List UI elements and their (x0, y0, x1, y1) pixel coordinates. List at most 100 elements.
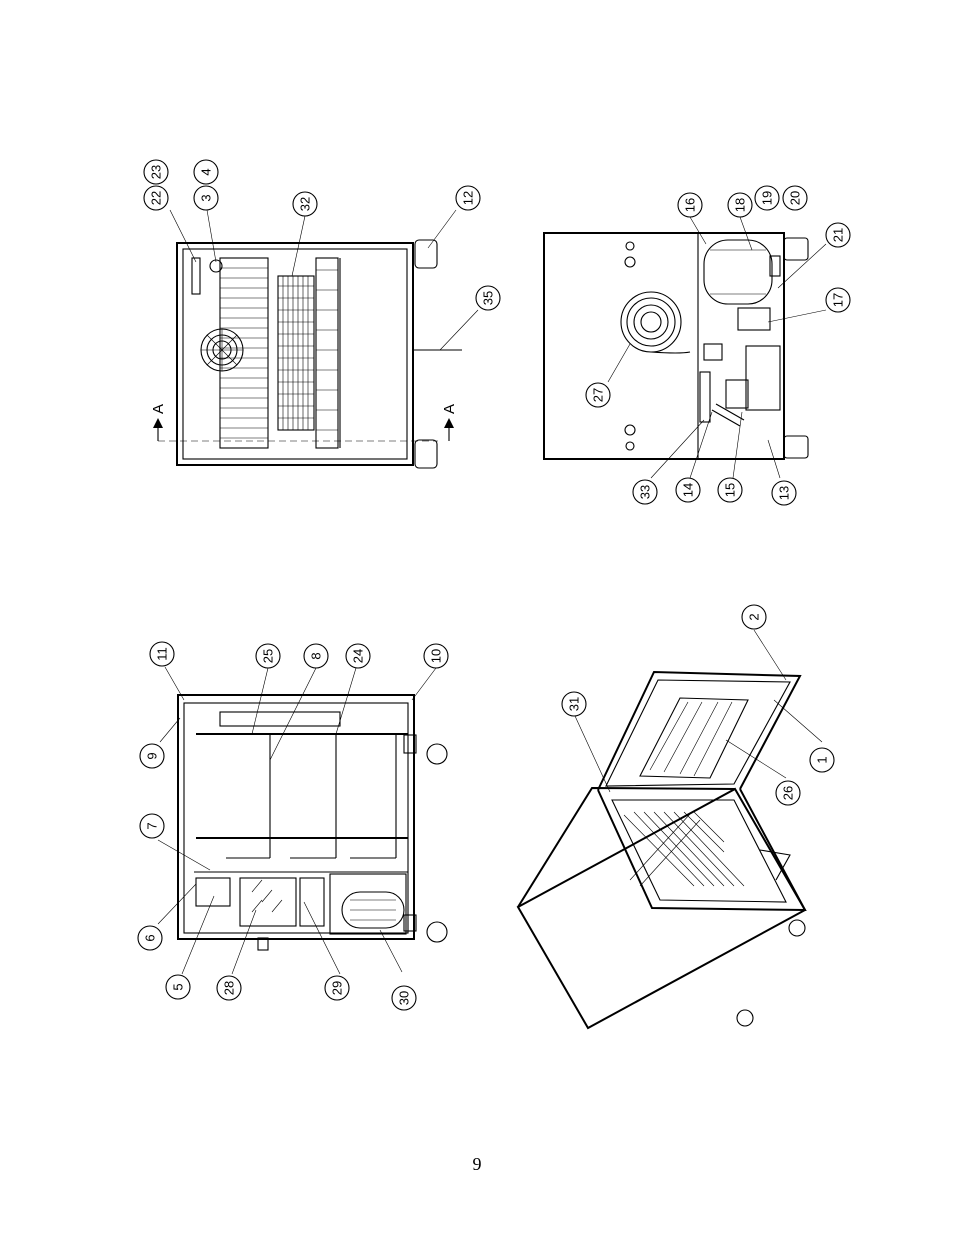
svg-text:8: 8 (309, 652, 324, 659)
svg-text:15: 15 (723, 483, 738, 497)
svg-text:3: 3 (199, 194, 214, 201)
caster-wheel (414, 239, 438, 269)
caster-wheel (783, 435, 809, 459)
compressor-icon (703, 239, 781, 305)
callout-17: 17 (825, 287, 851, 313)
callout-4: 4 (193, 159, 219, 185)
door-shelf (639, 697, 749, 779)
wire-shelf (315, 257, 339, 449)
callout-10: 10 (423, 643, 449, 669)
callout-35: 35 (475, 285, 501, 311)
svg-text:20: 20 (788, 191, 803, 205)
svg-text:21: 21 (831, 228, 846, 242)
svg-text:32: 32 (298, 197, 313, 211)
top-view-cabinet-outline (176, 242, 414, 466)
callout-2: 2 (741, 604, 767, 630)
callout-14: 14 (675, 477, 701, 503)
callout-33: 33 (632, 479, 658, 505)
top-view: A A (150, 239, 462, 469)
callout-30: 30 (391, 985, 417, 1011)
svg-text:6: 6 (143, 934, 158, 941)
hinge-bracket (191, 257, 201, 295)
callout-29: 29 (324, 975, 350, 1001)
section-marker-right: A (441, 404, 458, 414)
callout-1: 1 (809, 747, 835, 773)
svg-text:26: 26 (781, 786, 796, 800)
rear-view (543, 232, 809, 460)
callout-15: 15 (717, 477, 743, 503)
svg-text:31: 31 (567, 697, 582, 711)
evaporator-coil (277, 275, 315, 431)
svg-text:28: 28 (222, 981, 237, 995)
section-view (177, 694, 448, 951)
iso-interior-rack (623, 811, 745, 887)
svg-text:23: 23 (149, 165, 164, 179)
svg-text:13: 13 (777, 486, 792, 500)
caster-wheel (783, 237, 809, 261)
caster-wheel (426, 921, 448, 943)
svg-text:17: 17 (831, 293, 846, 307)
svg-text:27: 27 (591, 388, 606, 402)
light-housing (219, 711, 341, 727)
callout-23: 23 (143, 159, 169, 185)
callout-20: 20 (782, 185, 808, 211)
callout-12: 12 (455, 185, 481, 211)
callout-26: 26 (775, 780, 801, 806)
thermostat (195, 877, 231, 907)
control-board (725, 379, 749, 409)
svg-text:29: 29 (330, 981, 345, 995)
callout-25: 25 (255, 643, 281, 669)
callout-21: 21 (825, 222, 851, 248)
svg-text:33: 33 (638, 485, 653, 499)
caster-wheel (788, 919, 806, 937)
evaporator-housing (239, 877, 297, 927)
leader-lines (157, 209, 827, 975)
isometric-view (516, 670, 807, 1030)
callout-11: 11 (149, 641, 175, 667)
callout-13: 13 (771, 480, 797, 506)
svg-text:2: 2 (747, 613, 762, 620)
section-view-cabinet-outline (177, 694, 415, 940)
caster-wheel (426, 743, 448, 765)
start-relay (737, 307, 771, 331)
callout-3: 3 (193, 185, 219, 211)
compressor-icon (341, 891, 405, 929)
svg-text:16: 16 (683, 198, 698, 212)
callout-16: 16 (677, 192, 703, 218)
svg-text:30: 30 (397, 991, 412, 1005)
svg-text:18: 18 (733, 198, 748, 212)
page-number: 9 (472, 1154, 482, 1174)
svg-text:1: 1 (815, 756, 830, 763)
svg-text:5: 5 (171, 983, 186, 990)
svg-text:11: 11 (155, 647, 170, 661)
callout-27: 27 (585, 382, 611, 408)
compressor-compartment (329, 873, 407, 935)
section-marker-left: A (150, 404, 167, 414)
svg-text:22: 22 (149, 191, 164, 205)
svg-text:12: 12 (461, 191, 476, 205)
svg-text:4: 4 (199, 168, 214, 175)
drier (703, 343, 723, 361)
thermostat-knob (209, 259, 223, 273)
svg-text:10: 10 (429, 649, 444, 663)
electrical-box (745, 345, 781, 411)
callout-32: 32 (292, 191, 318, 217)
fan-icon (200, 328, 244, 372)
callout-9: 9 (139, 743, 165, 769)
iso-cabinet-top-edge (517, 786, 736, 908)
caster-wheel (736, 1009, 754, 1027)
callout-8: 8 (303, 643, 329, 669)
callout-28: 28 (216, 975, 242, 1001)
callout-31: 31 (561, 691, 587, 717)
callout-19: 19 (754, 185, 780, 211)
svg-text:35: 35 (481, 291, 496, 305)
callout-24: 24 (345, 643, 371, 669)
callout-7: 7 (139, 813, 165, 839)
fan-shroud (299, 877, 325, 927)
svg-text:19: 19 (760, 191, 775, 205)
svg-text:24: 24 (351, 649, 366, 663)
svg-text:9: 9 (145, 752, 160, 759)
caster-wheel (414, 439, 438, 469)
condenser-coil-icon (620, 291, 691, 354)
